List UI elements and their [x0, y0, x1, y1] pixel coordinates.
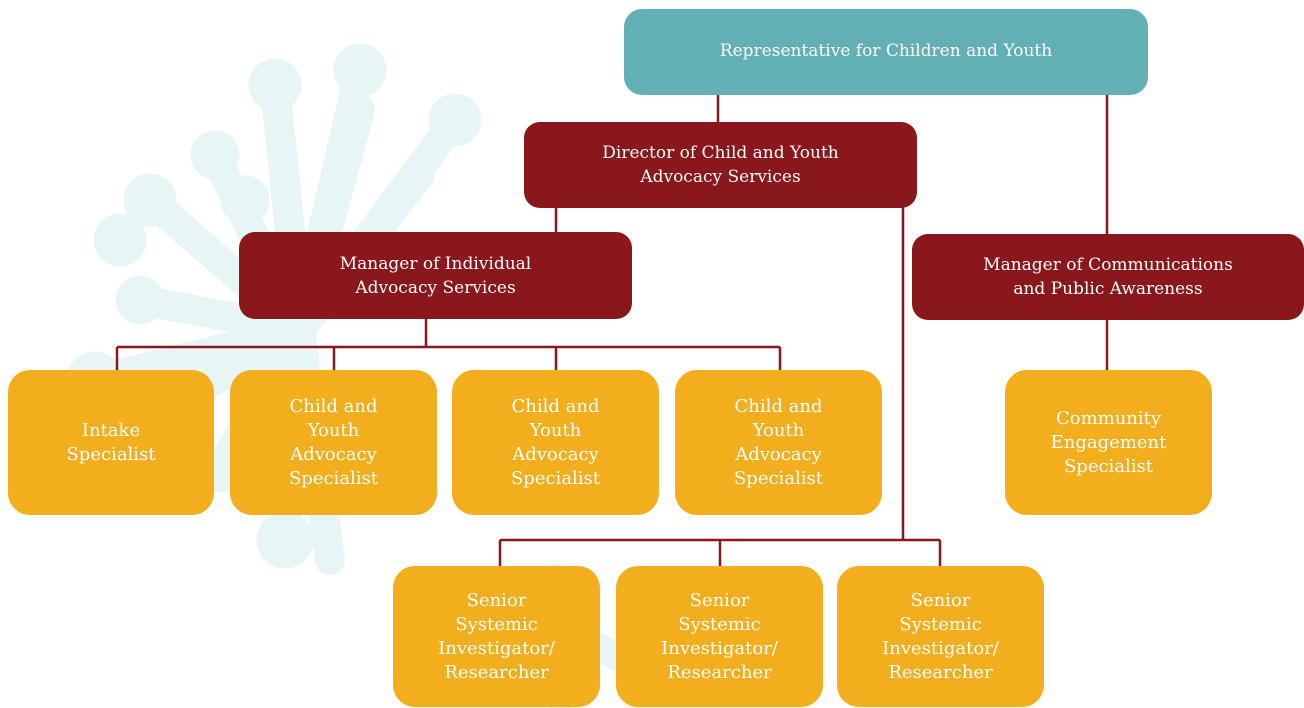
node-manager-communications: Manager of Communications and Public Awa…: [912, 234, 1304, 320]
node-senior-investigator-2: Senior Systemic Investigator/ Researcher: [616, 566, 823, 707]
node-senior-investigator-1: Senior Systemic Investigator/ Researcher: [393, 566, 600, 707]
node-advocacy-specialist-1: Child and Youth Advocacy Specialist: [230, 370, 437, 515]
node-community-engagement-specialist: Community Engagement Specialist: [1005, 370, 1212, 515]
node-intake-specialist: Intake Specialist: [8, 370, 214, 515]
node-advocacy-specialist-2: Child and Youth Advocacy Specialist: [452, 370, 659, 515]
node-advocacy-specialist-3: Child and Youth Advocacy Specialist: [675, 370, 882, 515]
node-director: Director of Child and Youth Advocacy Ser…: [524, 122, 917, 208]
node-manager-individual-advocacy: Manager of Individual Advocacy Services: [239, 232, 632, 319]
node-senior-investigator-3: Senior Systemic Investigator/ Researcher: [837, 566, 1044, 707]
node-representative: Representative for Children and Youth: [624, 9, 1148, 95]
